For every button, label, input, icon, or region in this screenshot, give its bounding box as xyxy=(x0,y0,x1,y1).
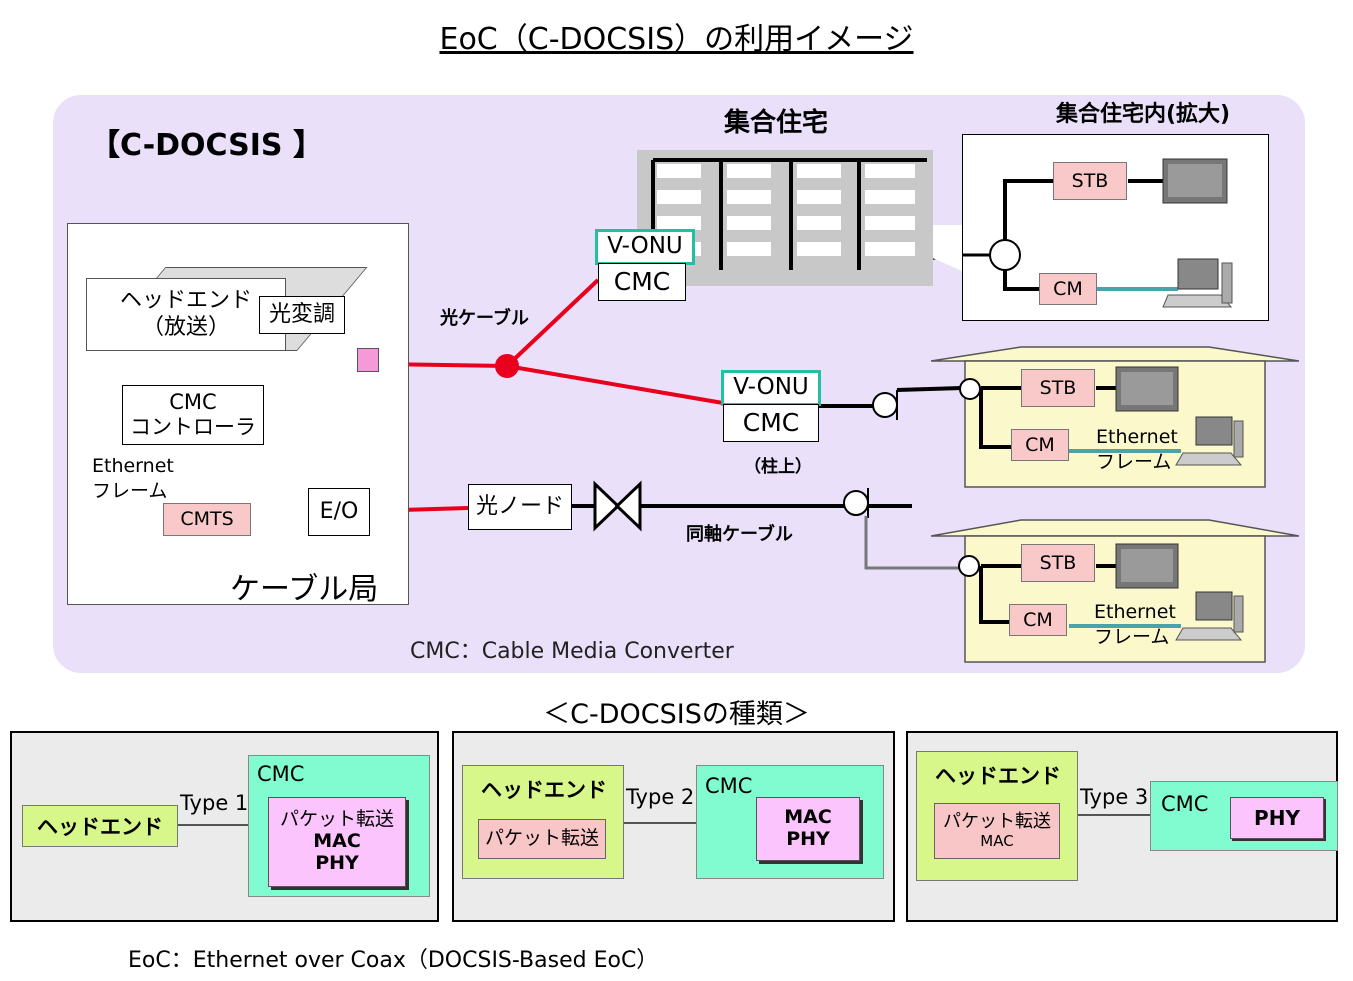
type-1-panel: ヘッドエンド Type 1 CMC パケット転送 MAC PHY xyxy=(10,731,439,922)
type-1-label: Type 1 xyxy=(180,791,249,815)
zoom-stb: STB xyxy=(1053,162,1127,200)
type-2-label: Type 2 xyxy=(626,785,695,809)
type-2-headend-label: ヘッドエンド xyxy=(481,778,607,802)
cmts-box: CMTS xyxy=(163,503,251,536)
house-2: STB CM Ethernet フレーム xyxy=(931,518,1299,663)
apartment-zoom-label: 集合住宅内(拡大) xyxy=(1056,102,1231,127)
type-2-cmc-functions: MAC PHY xyxy=(756,797,860,861)
type-2-panel: ヘッドエンド パケット転送 Type 2 CMC MAC PHY xyxy=(452,731,895,922)
eo-converter: E/O xyxy=(308,488,370,536)
optical-node: 光ノード xyxy=(468,484,572,530)
cmc-pole: CMC xyxy=(723,404,819,442)
footer-note: EoC：Ethernet over Coax（DOCSIS-Based EoC） xyxy=(128,948,659,973)
vonu-apartment: V-ONU xyxy=(595,229,695,265)
type-2-cmc-label: CMC xyxy=(705,774,753,798)
type-1-cmc-functions: パケット転送 MAC PHY xyxy=(268,797,406,887)
house-1-drawing xyxy=(931,346,1299,488)
house-2-cm: CM xyxy=(1009,604,1067,636)
type-3-link xyxy=(1078,814,1152,816)
house-1-stb: STB xyxy=(1021,369,1095,407)
coupler-block xyxy=(357,348,379,372)
type-3-cmc: CMC xyxy=(1150,781,1338,851)
house-2-stb: STB xyxy=(1021,544,1095,582)
house-1: STB CM Ethernet フレーム xyxy=(931,345,1299,490)
coax-cable-label: 同軸ケーブル xyxy=(686,524,793,545)
type-3-headend-functions: パケット転送 MAC xyxy=(934,803,1060,859)
type-3-headend-label: ヘッドエンド xyxy=(935,764,1061,788)
headend-box: ヘッドエンド （放送） xyxy=(86,278,286,351)
headend-label: ヘッドエンド xyxy=(119,288,252,314)
type-3-cmc-label: CMC xyxy=(1161,792,1209,816)
cmc-footnote: CMC：Cable Media Converter xyxy=(410,639,734,664)
type-1-cmc-label: CMC xyxy=(257,762,305,786)
type-1-link xyxy=(178,824,250,826)
type-3-cmc-phy: PHY xyxy=(1230,797,1324,839)
cmc-apartment: CMC xyxy=(598,263,686,301)
cmc-controller: CMC コントローラ xyxy=(122,385,264,445)
cdocsis-heading: 【C-DOCSIS 】 xyxy=(90,128,323,163)
house-2-ethernet-label: Ethernet フレーム xyxy=(1094,601,1176,648)
fiber-cable-label: 光ケーブル xyxy=(440,308,529,329)
type-2-headend-packet: パケット転送 xyxy=(478,819,606,859)
house-1-ethernet-label: Ethernet フレーム xyxy=(1096,426,1178,473)
cmc-controller-label: CMC xyxy=(169,389,217,414)
apartment-label: 集合住宅 xyxy=(724,108,829,138)
house-2-drawing xyxy=(931,519,1299,663)
ethernet-frame-label: Ethernet フレーム xyxy=(92,455,174,502)
type-3-label: Type 3 xyxy=(1080,785,1149,809)
apartment-zoom-box: STB CM xyxy=(962,134,1269,321)
house-1-cm: CM xyxy=(1011,429,1069,461)
vonu-pole: V-ONU xyxy=(721,370,821,406)
optical-modulator: 光変調 xyxy=(259,296,345,334)
pole-label: （柱上） xyxy=(744,457,812,477)
cable-station-label: ケーブル局 xyxy=(230,572,379,607)
type-2-link xyxy=(624,822,698,824)
zoom-cm: CM xyxy=(1039,273,1097,305)
type-1-headend: ヘッドエンド xyxy=(22,805,178,847)
type-3-panel: ヘッドエンド パケット転送 MAC Type 3 CMC PHY xyxy=(906,731,1338,922)
types-title: ＜C-DOCSISの種類＞ xyxy=(543,699,810,730)
optical-modulator-label: 光変調 xyxy=(268,301,335,327)
cmc-controller-sublabel: コントローラ xyxy=(130,415,256,439)
headend-sublabel: （放送） xyxy=(141,314,230,340)
zoom-wiring xyxy=(963,158,1233,308)
page-title: EoC（C-DOCSIS）の利用イメージ xyxy=(439,22,914,57)
